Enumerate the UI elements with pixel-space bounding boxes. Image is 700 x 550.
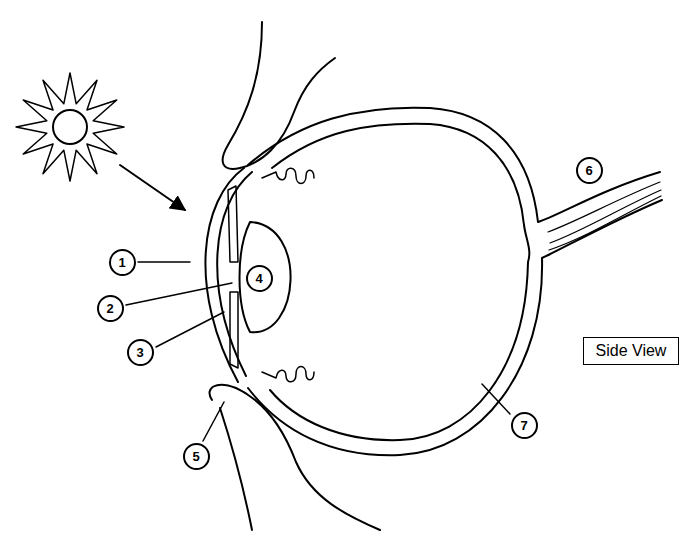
lower-eyelid-skin xyxy=(220,408,252,530)
sun-rays xyxy=(16,73,124,181)
light-arrow xyxy=(120,165,185,210)
callout-number: 5 xyxy=(192,450,199,463)
lens xyxy=(240,222,291,332)
callout-number: 3 xyxy=(136,346,143,359)
callout-number: 6 xyxy=(585,164,592,177)
sun-disc xyxy=(53,110,87,144)
callout-circle: 3 xyxy=(127,339,154,366)
optic-nerve xyxy=(548,182,661,250)
upper-eyelid xyxy=(223,22,335,169)
callout-number: 4 xyxy=(255,272,262,285)
callout-circle: 4 xyxy=(246,265,273,292)
leader-line xyxy=(482,384,510,414)
view-label-box: Side View xyxy=(583,337,679,365)
callout-circle: 7 xyxy=(511,412,538,439)
retina-layer xyxy=(270,124,529,440)
leader-line xyxy=(126,283,232,305)
callout-number: 2 xyxy=(106,302,113,315)
lower-eyelid xyxy=(209,385,380,530)
sun-symbol xyxy=(16,73,124,181)
leader-line xyxy=(203,402,224,441)
callout-circle: 6 xyxy=(576,157,603,184)
callout-number: 1 xyxy=(118,256,125,269)
leader-line xyxy=(138,261,190,263)
ciliary-body-lower xyxy=(262,367,314,382)
callout-circle: 5 xyxy=(183,443,210,470)
iris-upper xyxy=(228,186,238,262)
cornea-outer xyxy=(205,168,244,382)
sclera-outer-bottom xyxy=(248,200,662,455)
view-label: Side View xyxy=(596,343,667,359)
iris-lower xyxy=(230,292,238,368)
sclera-outer-top xyxy=(248,108,660,222)
callout-number: 7 xyxy=(520,419,527,432)
leader-line xyxy=(156,312,224,347)
callout-circle: 1 xyxy=(109,249,136,276)
callout-circle: 2 xyxy=(97,295,124,322)
ciliary-body-upper xyxy=(262,168,314,183)
